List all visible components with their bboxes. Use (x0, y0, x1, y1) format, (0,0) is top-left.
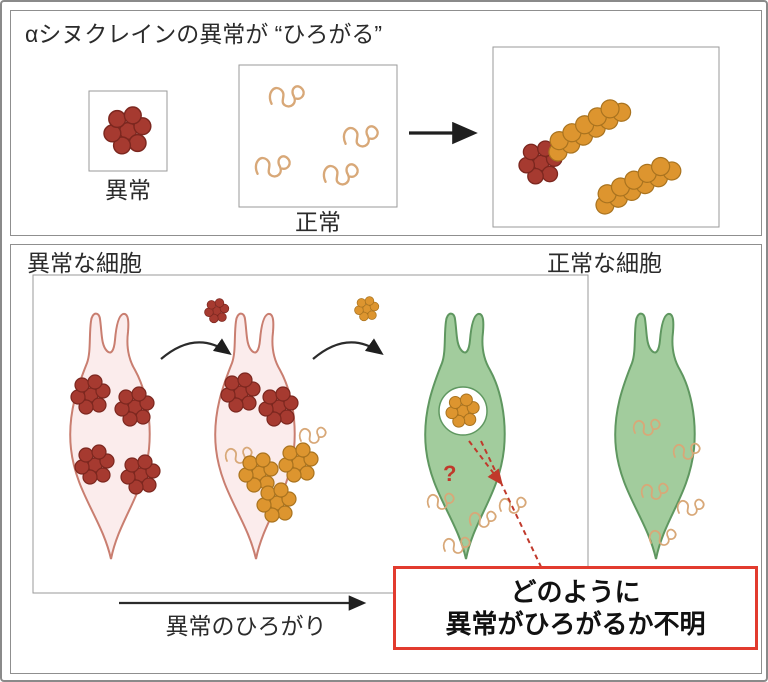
normal-protein-icon (342, 125, 379, 148)
top-panel-graphics (88, 46, 720, 228)
top-panel: αシヌクレインの異常が “ひろがる” (10, 10, 762, 236)
transfer-arrow-icon-2 (312, 338, 384, 360)
abnormal-label: 異常 (105, 177, 151, 203)
bottom-panel-graphics: ? (32, 274, 705, 611)
normal-protein-icon (298, 426, 327, 444)
traveling-red-aggregate-icon (204, 298, 230, 324)
callout-line2: 異常がひろがるか不明 (445, 609, 706, 639)
normal-cell (614, 312, 696, 560)
converted-fibril-box (492, 46, 720, 228)
normal-protein-icon (268, 85, 305, 108)
normal-protein-icon (254, 155, 291, 178)
recipient-cell (424, 312, 506, 560)
abnormal-aggregate-icon (103, 106, 152, 155)
normal-protein-icon (498, 496, 527, 514)
bottom-panel: ? 異常な細胞 正常な細胞 異常のひろがり どのように 異常がひろがるか不明 (10, 244, 762, 674)
callout-connector (480, 440, 544, 572)
callout-line1: どのように (510, 576, 641, 607)
fibril-icon (588, 150, 685, 218)
panel-title: αシヌクレインの異常が “ひろがる” (25, 21, 383, 47)
normal-label: 正常 (295, 209, 341, 235)
normal-protein-icon (676, 498, 705, 516)
normal-protein-icon (322, 163, 359, 186)
spread-label: 異常のひろがり (165, 613, 327, 639)
abnormal-aggregate-box (88, 90, 168, 172)
question-mark: ? (443, 461, 456, 486)
transfer-arrow-icon-1 (160, 338, 232, 360)
cells-frame (32, 274, 589, 594)
abnormal-cell-1 (69, 312, 151, 560)
fibril-icon (540, 91, 635, 166)
normal-cell-label: 正常な細胞 (547, 250, 662, 276)
normal-protein-box (238, 64, 398, 208)
traveling-orange-aggregate-icon (354, 296, 380, 322)
abnormal-cell-label: 異常な細胞 (27, 250, 142, 276)
callout-box: どのように 異常がひろがるか不明 (393, 566, 758, 650)
